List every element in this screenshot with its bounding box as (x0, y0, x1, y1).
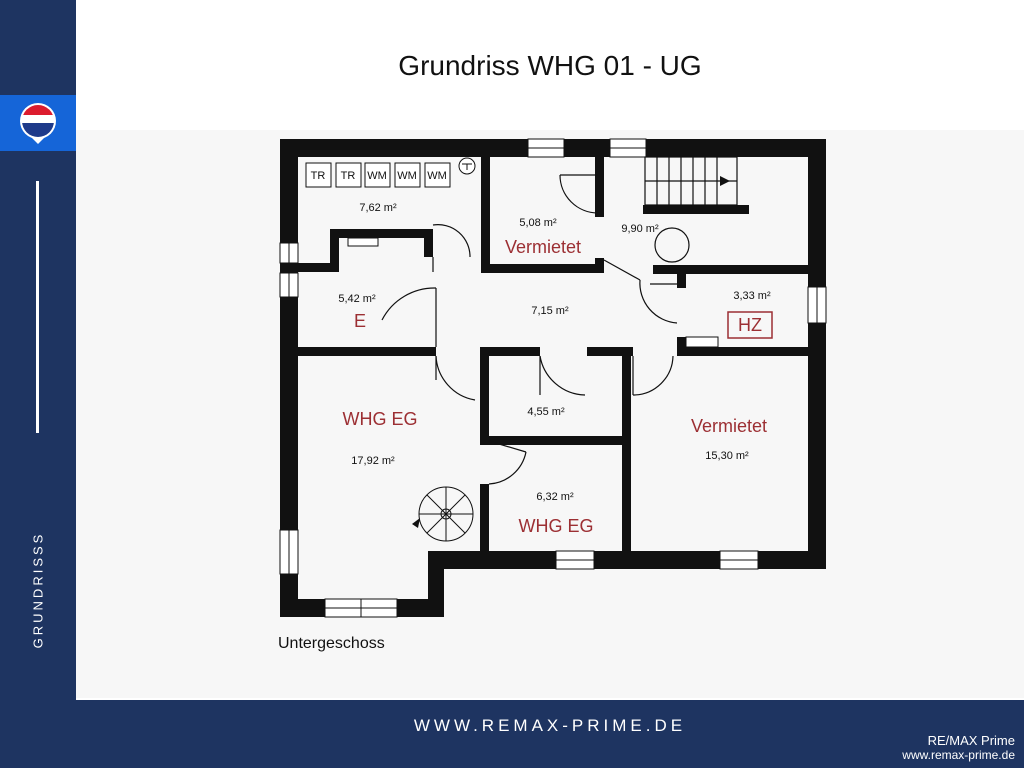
room-area: 3,33 m² (733, 290, 771, 302)
brand-name: RE/MAX Prime (927, 733, 1015, 748)
floor-plan: TR TR WM WM WM 7,62 m² 5,08 m² Vermietet… (279, 138, 827, 618)
room-area: 9,90 m² (621, 223, 659, 235)
room-use-label: WHG EG (343, 409, 418, 429)
room-area: 7,15 m² (531, 305, 569, 317)
room-area: 7,62 m² (359, 202, 397, 214)
room-use-label: WHG EG (519, 516, 594, 536)
room-area: 15,30 m² (705, 450, 749, 462)
footer-website-link[interactable]: WWW.REMAX-PRIME.DE (413, 716, 687, 735)
room-area: 6,32 m² (536, 491, 574, 503)
remax-logo[interactable] (0, 95, 76, 151)
room-use-label: HZ (738, 315, 762, 335)
room-area: 17,92 m² (351, 455, 395, 467)
appliance-washer-3: WM (427, 170, 447, 182)
meter-icon (458, 157, 476, 175)
appliance-washer-2: WM (397, 170, 417, 182)
sidebar-divider (36, 181, 39, 433)
sidebar-section-label: GRUNDRISSS (30, 531, 46, 649)
room-area: 4,55 m² (527, 406, 565, 418)
room-area: 5,42 m² (338, 293, 376, 305)
floor-plan-area: TR TR WM WM WM 7,62 m² 5,08 m² Vermietet… (76, 130, 1024, 698)
floor-caption: Untergeschoss (278, 635, 385, 652)
room-use-label: E (354, 311, 366, 331)
room-use-label: Vermietet (691, 416, 767, 436)
heating-label-box (727, 311, 773, 339)
balloon-icon (20, 103, 56, 144)
room-use-label: Vermietet (505, 237, 581, 257)
brand-url: www.remax-prime.de (902, 748, 1015, 762)
appliance-dryer-2: TR (341, 170, 356, 182)
page-title: Grundriss WHG 01 - UG (398, 50, 702, 81)
sidebar: GRUNDRISSS (0, 0, 76, 768)
footer: WWW.REMAX-PRIME.DE (76, 700, 1024, 768)
room-area: 5,08 m² (519, 217, 557, 229)
brand-watermark: RE/MAX Prime www.remax-prime.de (902, 733, 1015, 763)
appliance-washer-1: WM (367, 170, 387, 182)
appliance-dryer-1: TR (311, 170, 326, 182)
